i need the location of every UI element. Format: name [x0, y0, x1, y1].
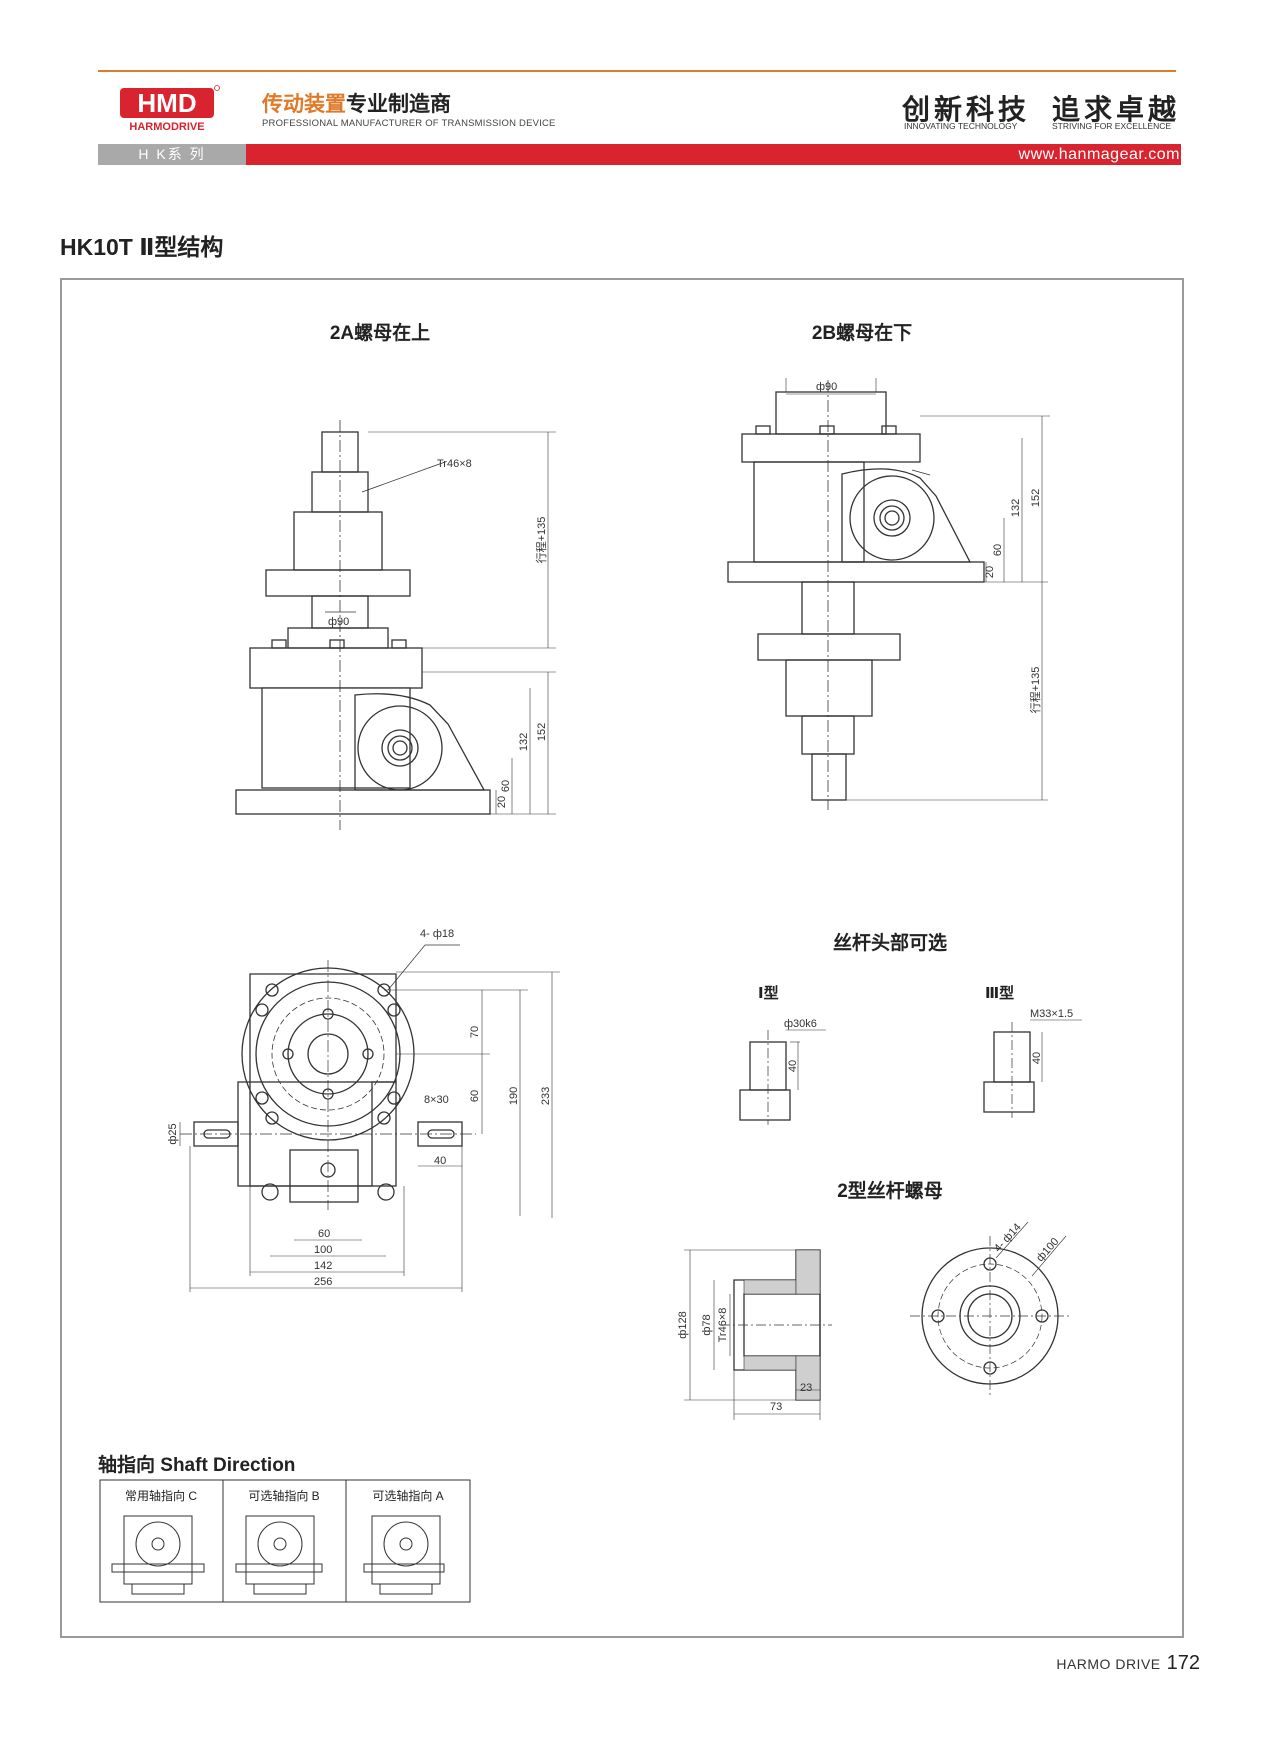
tagline: 传动装置专业制造商	[262, 88, 451, 118]
page-number: 172	[1166, 1652, 1200, 1674]
dim-phi100: ф100	[1034, 1236, 1061, 1264]
view-2a-drawing	[235, 420, 556, 830]
screw-head-title: 丝杆头部可选	[832, 933, 947, 954]
dim-132-2a: 132	[518, 733, 530, 751]
dim-23: 23	[800, 1382, 812, 1394]
dim-w60: 60	[318, 1228, 330, 1240]
series-label: H K系 列	[138, 146, 206, 162]
dim-holes18: 4- ф18	[420, 928, 454, 940]
logo-text: HMD	[137, 88, 196, 118]
view-2b-title: 2B螺母在下	[811, 323, 913, 344]
dim-70: 70	[469, 1026, 481, 1038]
technical-drawing: Tr46×8 ф90 行程+135 152 132 60 20 ф90 152 …	[99, 378, 1082, 1603]
header-rule	[98, 70, 1176, 72]
tagline-rest: 专业制造商	[346, 93, 451, 116]
dim-20-2b: 20	[984, 566, 996, 578]
logo-subtext: HARMODRIVE	[129, 121, 204, 133]
footer: HARMO DRIVE 172	[1056, 1652, 1200, 1675]
hmd-logo: HMD HARMODRIVE	[120, 85, 220, 133]
type3-title: Ⅲ型	[985, 985, 1015, 1002]
shaft-col-b: 可选轴指向 B	[248, 1488, 319, 1503]
dim-phi90-2b: ф90	[816, 381, 837, 393]
shaft-col-c: 常用轴指向 C	[125, 1488, 197, 1503]
screw-head-drawings	[739, 1019, 1082, 1125]
dim-stroke-2b: 行程+135	[1029, 667, 1042, 714]
dim-tr-2a: Tr46×8	[437, 458, 472, 470]
dim-40-type3: 40	[1031, 1052, 1043, 1064]
view-2a-title: 2A螺母在上	[329, 323, 431, 344]
dim-phi78: ф78	[701, 1314, 713, 1335]
series-bar	[98, 144, 246, 165]
website-bar	[246, 144, 1181, 165]
dim-holes14: 4- ф14	[992, 1221, 1024, 1254]
dim-phi90-2a: ф90	[328, 616, 349, 628]
dimension-labels: Tr46×8 ф90 行程+135 152 132 60 20 ф90 152 …	[125, 381, 1073, 1503]
dim-60-2a: 60	[500, 780, 512, 792]
dim-phi25: ф25	[167, 1123, 179, 1144]
shaft-col-a: 可选轴指向 A	[372, 1488, 443, 1503]
dim-w100: 100	[314, 1244, 332, 1256]
dim-60-2b: 60	[992, 544, 1004, 556]
dim-m33: M33×1.5	[1030, 1008, 1073, 1020]
view-2b-drawing	[727, 378, 1050, 810]
nut-title: 2型丝杆螺母	[837, 1181, 943, 1202]
dim-73: 73	[770, 1401, 782, 1413]
dim-stroke-2a: 行程+135	[535, 517, 548, 564]
page-title: HK10T Ⅱ型结构	[60, 234, 224, 260]
drawing-frame	[60, 278, 1184, 1638]
shaft-direction-table	[99, 1479, 471, 1603]
dim-233: 233	[540, 1087, 552, 1105]
nut-drawings	[684, 1221, 1070, 1420]
dim-w256: 256	[314, 1276, 332, 1288]
dim-190: 190	[508, 1087, 520, 1105]
website-link[interactable]: www.hanmagear.com	[1018, 146, 1180, 163]
dim-key: 8×30	[424, 1094, 449, 1106]
dim-phi128: ф128	[677, 1311, 689, 1338]
dim-20-2a: 20	[496, 796, 508, 808]
dim-40-type1: 40	[787, 1060, 799, 1072]
tagline-accent: 传动装置	[262, 93, 346, 116]
slogan-left: 创新科技	[902, 93, 1031, 126]
tagline-en: PROFESSIONAL MANUFACTURER OF TRANSMISSIO…	[262, 118, 556, 129]
dim-w142: 142	[314, 1260, 332, 1272]
dim-phi30k6: ф30k6	[784, 1018, 817, 1030]
dim-tr-nut: Tr46×8	[717, 1308, 729, 1343]
dim-60-top: 60	[469, 1090, 481, 1102]
dim-40-top: 40	[434, 1155, 446, 1167]
footer-brand: HARMO DRIVE	[1056, 1656, 1161, 1672]
top-view-drawing	[179, 944, 560, 1292]
dim-152-2a: 152	[536, 723, 548, 741]
slogan-left-en: INNOVATING TECHNOLOGY	[904, 121, 1018, 131]
slogan-right-en: STRIVING FOR EXCELLENCE	[1052, 121, 1172, 131]
shaft-direction-title: 轴指向 Shaft Direction	[98, 1455, 296, 1476]
dim-132-2b: 132	[1010, 499, 1022, 517]
type1-title: Ⅰ型	[758, 985, 779, 1002]
slogan-right: 追求卓越	[1052, 93, 1181, 126]
dim-152-2b: 152	[1030, 489, 1042, 507]
